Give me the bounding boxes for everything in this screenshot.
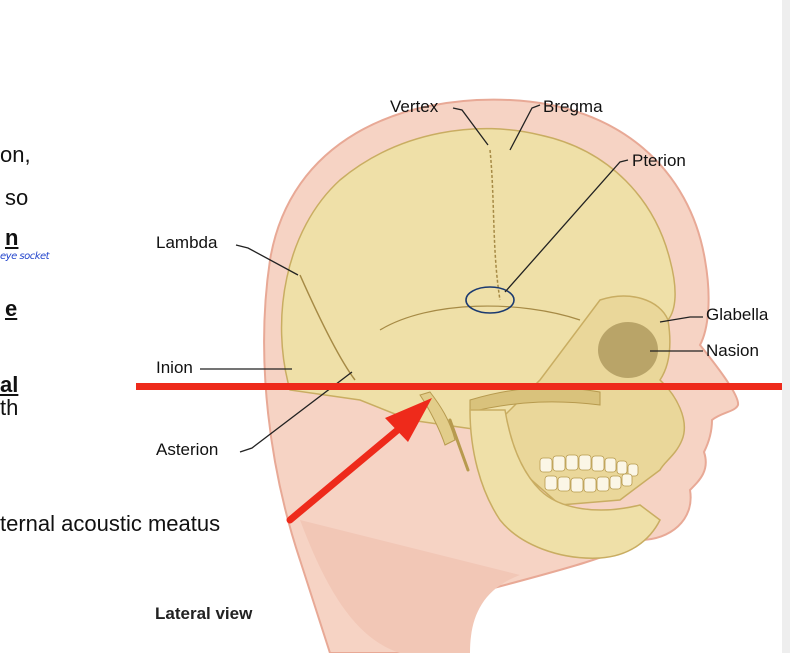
styloid-process — [448, 418, 470, 472]
label-bregma: Bregma — [543, 97, 603, 116]
squamous-suture — [379, 305, 581, 331]
asterion-leader — [239, 371, 353, 453]
label-glabella: Glabella — [706, 305, 769, 324]
label-lambda: Lambda — [156, 233, 218, 252]
label-pterion: Pterion — [632, 151, 686, 170]
slide-text-line-4: e — [5, 296, 18, 321]
bregma-leader — [509, 104, 541, 151]
label-asterion: Asterion — [156, 440, 219, 459]
pterion-marker — [465, 286, 515, 314]
mastoid-process — [419, 391, 456, 446]
neck-skin — [300, 520, 520, 653]
leader-lines — [200, 104, 703, 453]
label-nasion: Nasion — [706, 341, 759, 360]
handwritten-note: eye socket — [0, 251, 50, 262]
label-inion: Inion — [156, 358, 193, 377]
vertex-leader — [452, 107, 489, 146]
orbit — [598, 322, 658, 378]
glabella-leader — [659, 316, 703, 323]
lambda-leader — [235, 244, 299, 276]
diagram-caption: Lateral view — [155, 604, 253, 623]
teeth — [539, 454, 639, 493]
slide-text-line-6: th — [0, 395, 19, 420]
label-vertex: Vertex — [390, 97, 439, 116]
slide-text-line-1: on, — [0, 142, 31, 167]
coronal-suture — [489, 149, 501, 301]
red-arrow — [286, 398, 432, 524]
external-acoustic-meatus-label: ternal acoustic meatus — [0, 511, 221, 536]
slide-edge — [782, 0, 790, 653]
red-horizontal-line — [136, 383, 790, 390]
pterion-leader — [504, 159, 629, 293]
slide-text-line-3: n — [5, 225, 19, 250]
mandible — [469, 409, 661, 559]
slide-text-line-5: al — [0, 372, 19, 397]
slide-text-line-2: so — [5, 185, 29, 210]
